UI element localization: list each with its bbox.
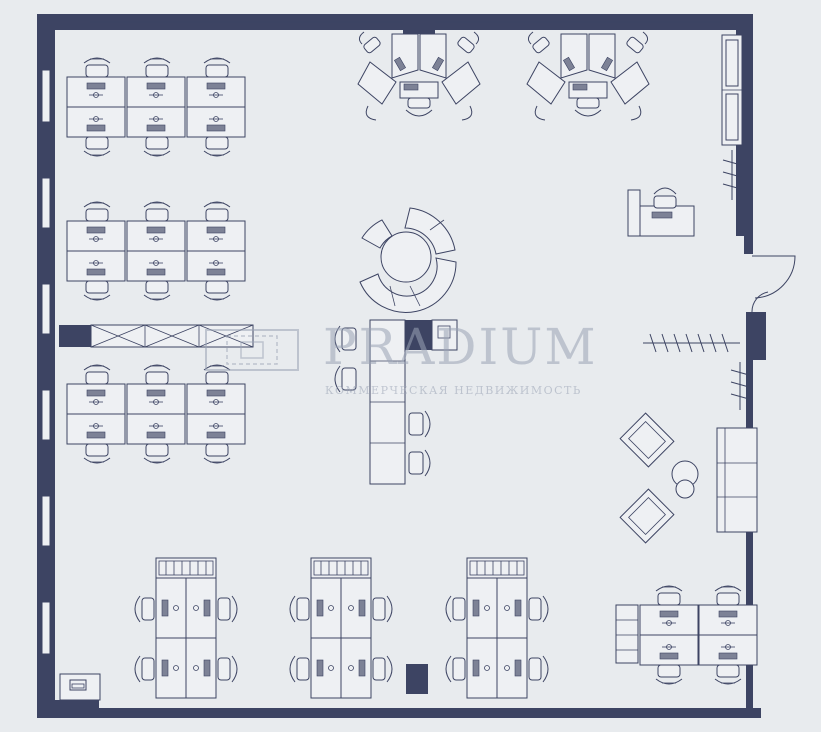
round-table-icon (359, 207, 457, 313)
coat-hangers-right (722, 150, 750, 410)
bench-desk-3 (445, 557, 549, 699)
bench-desk-2 (289, 557, 393, 699)
door-icon[interactable] (751, 255, 796, 313)
pod-desk-2 (526, 31, 650, 121)
desk-cluster-2 (67, 202, 245, 300)
desk-cluster-bottom-right (615, 585, 758, 685)
pod-desk-1 (357, 31, 481, 121)
desk-cluster-1 (67, 58, 245, 156)
pillar (406, 664, 428, 694)
sofa-icon (716, 427, 758, 533)
reception-desk-icon (627, 187, 695, 237)
coat-rack-horizontal (643, 333, 740, 353)
storage-cabinets (90, 324, 254, 348)
printer-icon (59, 673, 101, 701)
right-wall-shelving (721, 34, 743, 146)
desk-cluster-3 (67, 365, 245, 463)
bench-desk-1 (134, 557, 238, 699)
left-windows (41, 69, 51, 655)
central-bench (334, 319, 458, 485)
armchair-icon (619, 412, 699, 544)
